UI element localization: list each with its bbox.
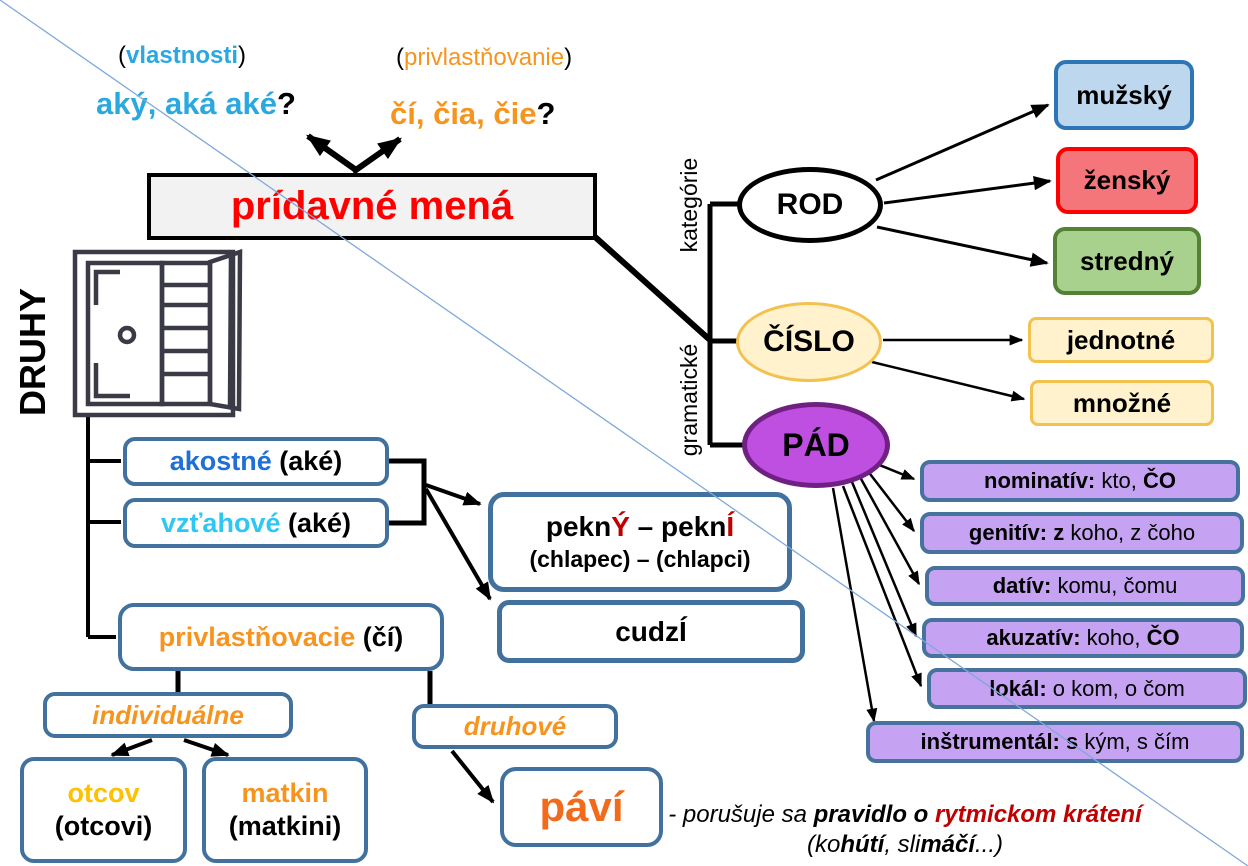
case-tail: ČO xyxy=(1146,625,1180,650)
paren: ( xyxy=(118,42,126,69)
case-question: kto, xyxy=(1095,468,1143,493)
title-box: prídavné mená xyxy=(147,173,597,240)
case-question: kým, s čím xyxy=(1078,729,1190,754)
note-part: , sli xyxy=(884,831,921,858)
type-akostne-box: akostné (aké) xyxy=(123,437,389,486)
number-mnozne-box: množné xyxy=(1030,380,1214,426)
type-privlastnovacie-box: privlastňovacie (čí) xyxy=(118,603,444,671)
vlastnosti-word: vlastnosti xyxy=(126,42,239,69)
case-tail: ČO xyxy=(1142,468,1176,493)
cudzi-label: cudzÍ xyxy=(615,615,687,647)
matkin-box: matkin (matkini) xyxy=(202,757,368,863)
gramaticke-label: gramatické xyxy=(675,343,702,457)
druhove-label: druhové xyxy=(463,711,567,741)
gender-label: mužský xyxy=(1076,79,1172,110)
chlapec-line: (chlapec) – (chlapci) xyxy=(529,546,751,572)
note-part: - porušuje sa xyxy=(668,801,814,828)
note-rule-red: rytmickom krátení xyxy=(935,801,1142,828)
case-genitiv-box: genitív: z koho, z čoho xyxy=(920,512,1244,554)
type-paren: (aké) xyxy=(271,446,343,476)
individualne-box: individuálne xyxy=(43,692,293,738)
type-word: akostné xyxy=(169,446,272,476)
type-vztahove-box: vzťahové (aké) xyxy=(123,498,389,548)
paren: ( xyxy=(396,44,404,71)
gender-label: ženský xyxy=(1083,165,1171,195)
rhythm-rule-note: - porušuje sa pravidlo o rytmickom kráte… xyxy=(642,800,1168,860)
case-akuzativ-box: akuzatív: koho, ČO xyxy=(922,618,1244,658)
druhove-box: druhové xyxy=(412,704,618,749)
otcov-paren: (otcovi) xyxy=(54,811,153,841)
case-question: komu, čomu xyxy=(1051,573,1178,598)
gender-stredny-box: stredný xyxy=(1053,227,1201,295)
vlastnosti-annotation: (vlastnosti) xyxy=(118,42,246,70)
type-paren: (aké) xyxy=(280,507,352,538)
otcov-word: otcov xyxy=(67,778,140,808)
note-part: (ko xyxy=(806,831,841,858)
wardrobe-icon xyxy=(72,248,243,418)
gender-zensky-box: ženský xyxy=(1056,147,1198,214)
case-dativ-box: datív: komu, čomu xyxy=(925,566,1245,606)
paren: ) xyxy=(238,42,247,69)
page-title: prídavné mená xyxy=(230,184,514,228)
pavi-label: páví xyxy=(539,783,624,830)
pekny-example-box: peknÝ – peknÍ (chlapec) – (chlapci) xyxy=(488,492,792,592)
pekny-part: pekn xyxy=(545,511,612,542)
case-instrumental-box: inštrumentál: s kým, s čím xyxy=(866,721,1244,763)
note-part-bold: máčí xyxy=(920,831,976,858)
aky-question: aký, aká aké? xyxy=(96,86,296,122)
gender-label: stredný xyxy=(1080,245,1174,276)
case-name: nominatív: xyxy=(984,468,1096,493)
case-name: genitív: z xyxy=(968,520,1065,545)
number-jednotne-box: jednotné xyxy=(1028,317,1214,363)
druhy-label: DRUHY xyxy=(12,288,53,417)
case-question: o kom, o čom xyxy=(1046,675,1185,701)
gender-muzsky-box: mužský xyxy=(1054,60,1194,130)
cislo-ellipse: ČÍSLO xyxy=(736,302,882,382)
type-word: vzťahové xyxy=(160,507,281,538)
case-nominativ-box: nominatív: kto, ČO xyxy=(920,460,1240,502)
pad-label: PÁD xyxy=(782,426,850,463)
pekny-ending: Í xyxy=(726,511,735,542)
case-name: lokál: xyxy=(989,675,1047,701)
paren: ) xyxy=(564,44,573,71)
pavi-box: páví xyxy=(500,767,663,847)
note-part: ...) xyxy=(975,831,1004,858)
ci-words: čí, čia, čie xyxy=(390,96,537,131)
pekny-ending: Ý xyxy=(611,511,630,542)
case-lokal-box: lokál: o kom, o čom xyxy=(927,668,1247,709)
privlastnovanie-word: privlastňovanie xyxy=(404,44,565,71)
matkin-word: matkin xyxy=(241,778,329,808)
case-question: koho, z čoho xyxy=(1064,520,1196,545)
question-mark: ? xyxy=(277,86,296,121)
type-paren: (čí) xyxy=(355,621,404,652)
rod-ellipse: ROD xyxy=(737,167,883,243)
individualne-label: individuálne xyxy=(92,699,244,730)
matkin-paren: (matkini) xyxy=(228,811,342,841)
rod-label: ROD xyxy=(776,188,844,221)
privlastnovanie-annotation: (privlastňovanie) xyxy=(396,44,572,72)
case-name: inštrumentál: s xyxy=(920,729,1079,754)
pekny-part: – pekn xyxy=(629,511,727,542)
case-question: koho, xyxy=(1080,625,1147,650)
note-part-bold: pravidlo o xyxy=(813,801,935,828)
otcov-box: otcov (otcovi) xyxy=(20,757,187,863)
number-label: množné xyxy=(1072,387,1172,418)
case-name: datív: xyxy=(992,573,1052,598)
number-label: jednotné xyxy=(1066,324,1176,355)
aky-words: aký, aká aké xyxy=(96,86,278,121)
pad-ellipse: PÁD xyxy=(742,402,890,488)
case-name: akuzatív: xyxy=(986,625,1081,650)
note-part-bold: hútí xyxy=(840,831,885,858)
type-word: privlastňovacie xyxy=(158,621,356,652)
ci-question: čí, čia, čie? xyxy=(390,96,555,132)
kategorie-label: kategórie xyxy=(675,157,702,253)
cislo-label: ČÍSLO xyxy=(763,325,855,358)
cudzi-box: cudzÍ xyxy=(497,600,805,663)
question-mark: ? xyxy=(536,96,556,131)
